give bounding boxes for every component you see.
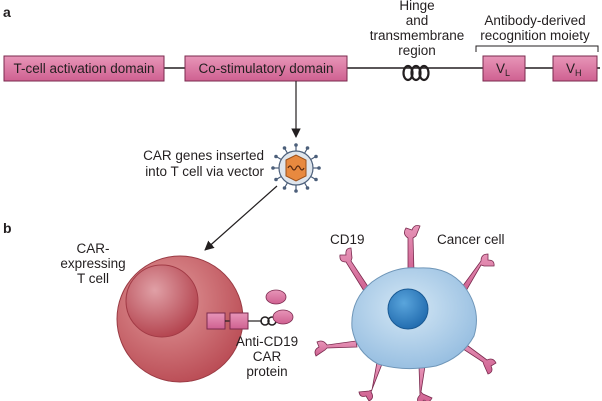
recognition-moiety-label: Antibody-derived recognition moiety — [480, 13, 590, 43]
tcell-label: CAR- expressing T cell — [60, 241, 125, 286]
activation-domain-label: T-cell activation domain — [13, 61, 154, 76]
tcell-nucleus — [125, 264, 199, 338]
svg-text:into T cell via vector: into T cell via vector — [145, 164, 264, 179]
recognition-bracket — [475, 45, 599, 52]
vector-label: CAR genes inserted into T cell via vecto… — [143, 148, 264, 179]
svg-text:recognition moiety: recognition moiety — [480, 28, 590, 43]
cd19-label: CD19 — [330, 232, 365, 247]
cancer-cell-label: Cancer cell — [437, 232, 505, 247]
activation-domain-box: T-cell activation domain — [3, 55, 165, 82]
panel-a-label: a — [3, 4, 11, 20]
arrow-to-tcell — [204, 185, 278, 251]
panel-b-label: b — [3, 220, 12, 236]
svg-text:transmembrane: transmembrane — [370, 28, 465, 43]
hinge-label: Hinge and transmembrane region — [370, 0, 465, 58]
car-protein — [206, 289, 294, 330]
svg-text:protein: protein — [246, 364, 287, 379]
car-protein-label: Anti-CD19 CAR protein — [236, 334, 298, 379]
svg-text:CAR: CAR — [253, 349, 282, 364]
svg-text:Anti-CD19: Anti-CD19 — [236, 334, 298, 349]
transmembrane-coil — [402, 64, 430, 82]
svg-text:CAR-: CAR- — [77, 241, 110, 256]
svg-text:Antibody-derived: Antibody-derived — [484, 13, 585, 28]
car-t-cell — [116, 255, 244, 383]
costimulatory-domain-box: Co-stimulatory domain — [184, 55, 348, 82]
costimulatory-domain-label: Co-stimulatory domain — [198, 61, 333, 76]
svg-text:T cell: T cell — [77, 271, 109, 286]
cancer-cell — [351, 267, 477, 370]
vl-domain-box: VL — [482, 55, 526, 82]
svg-text:region: region — [398, 43, 436, 58]
vl-label: VL — [496, 61, 510, 78]
svg-text:CAR genes inserted: CAR genes inserted — [143, 148, 264, 163]
cancer-cell-nucleus — [387, 288, 429, 330]
svg-text:and: and — [406, 13, 429, 28]
svg-text:expressing: expressing — [60, 256, 125, 271]
vh-label: VH — [566, 61, 582, 78]
vh-domain-box: VH — [552, 55, 598, 82]
cd19-receptors — [314, 225, 497, 401]
viral-vector-icon — [271, 143, 321, 193]
svg-text:Hinge: Hinge — [399, 0, 434, 13]
